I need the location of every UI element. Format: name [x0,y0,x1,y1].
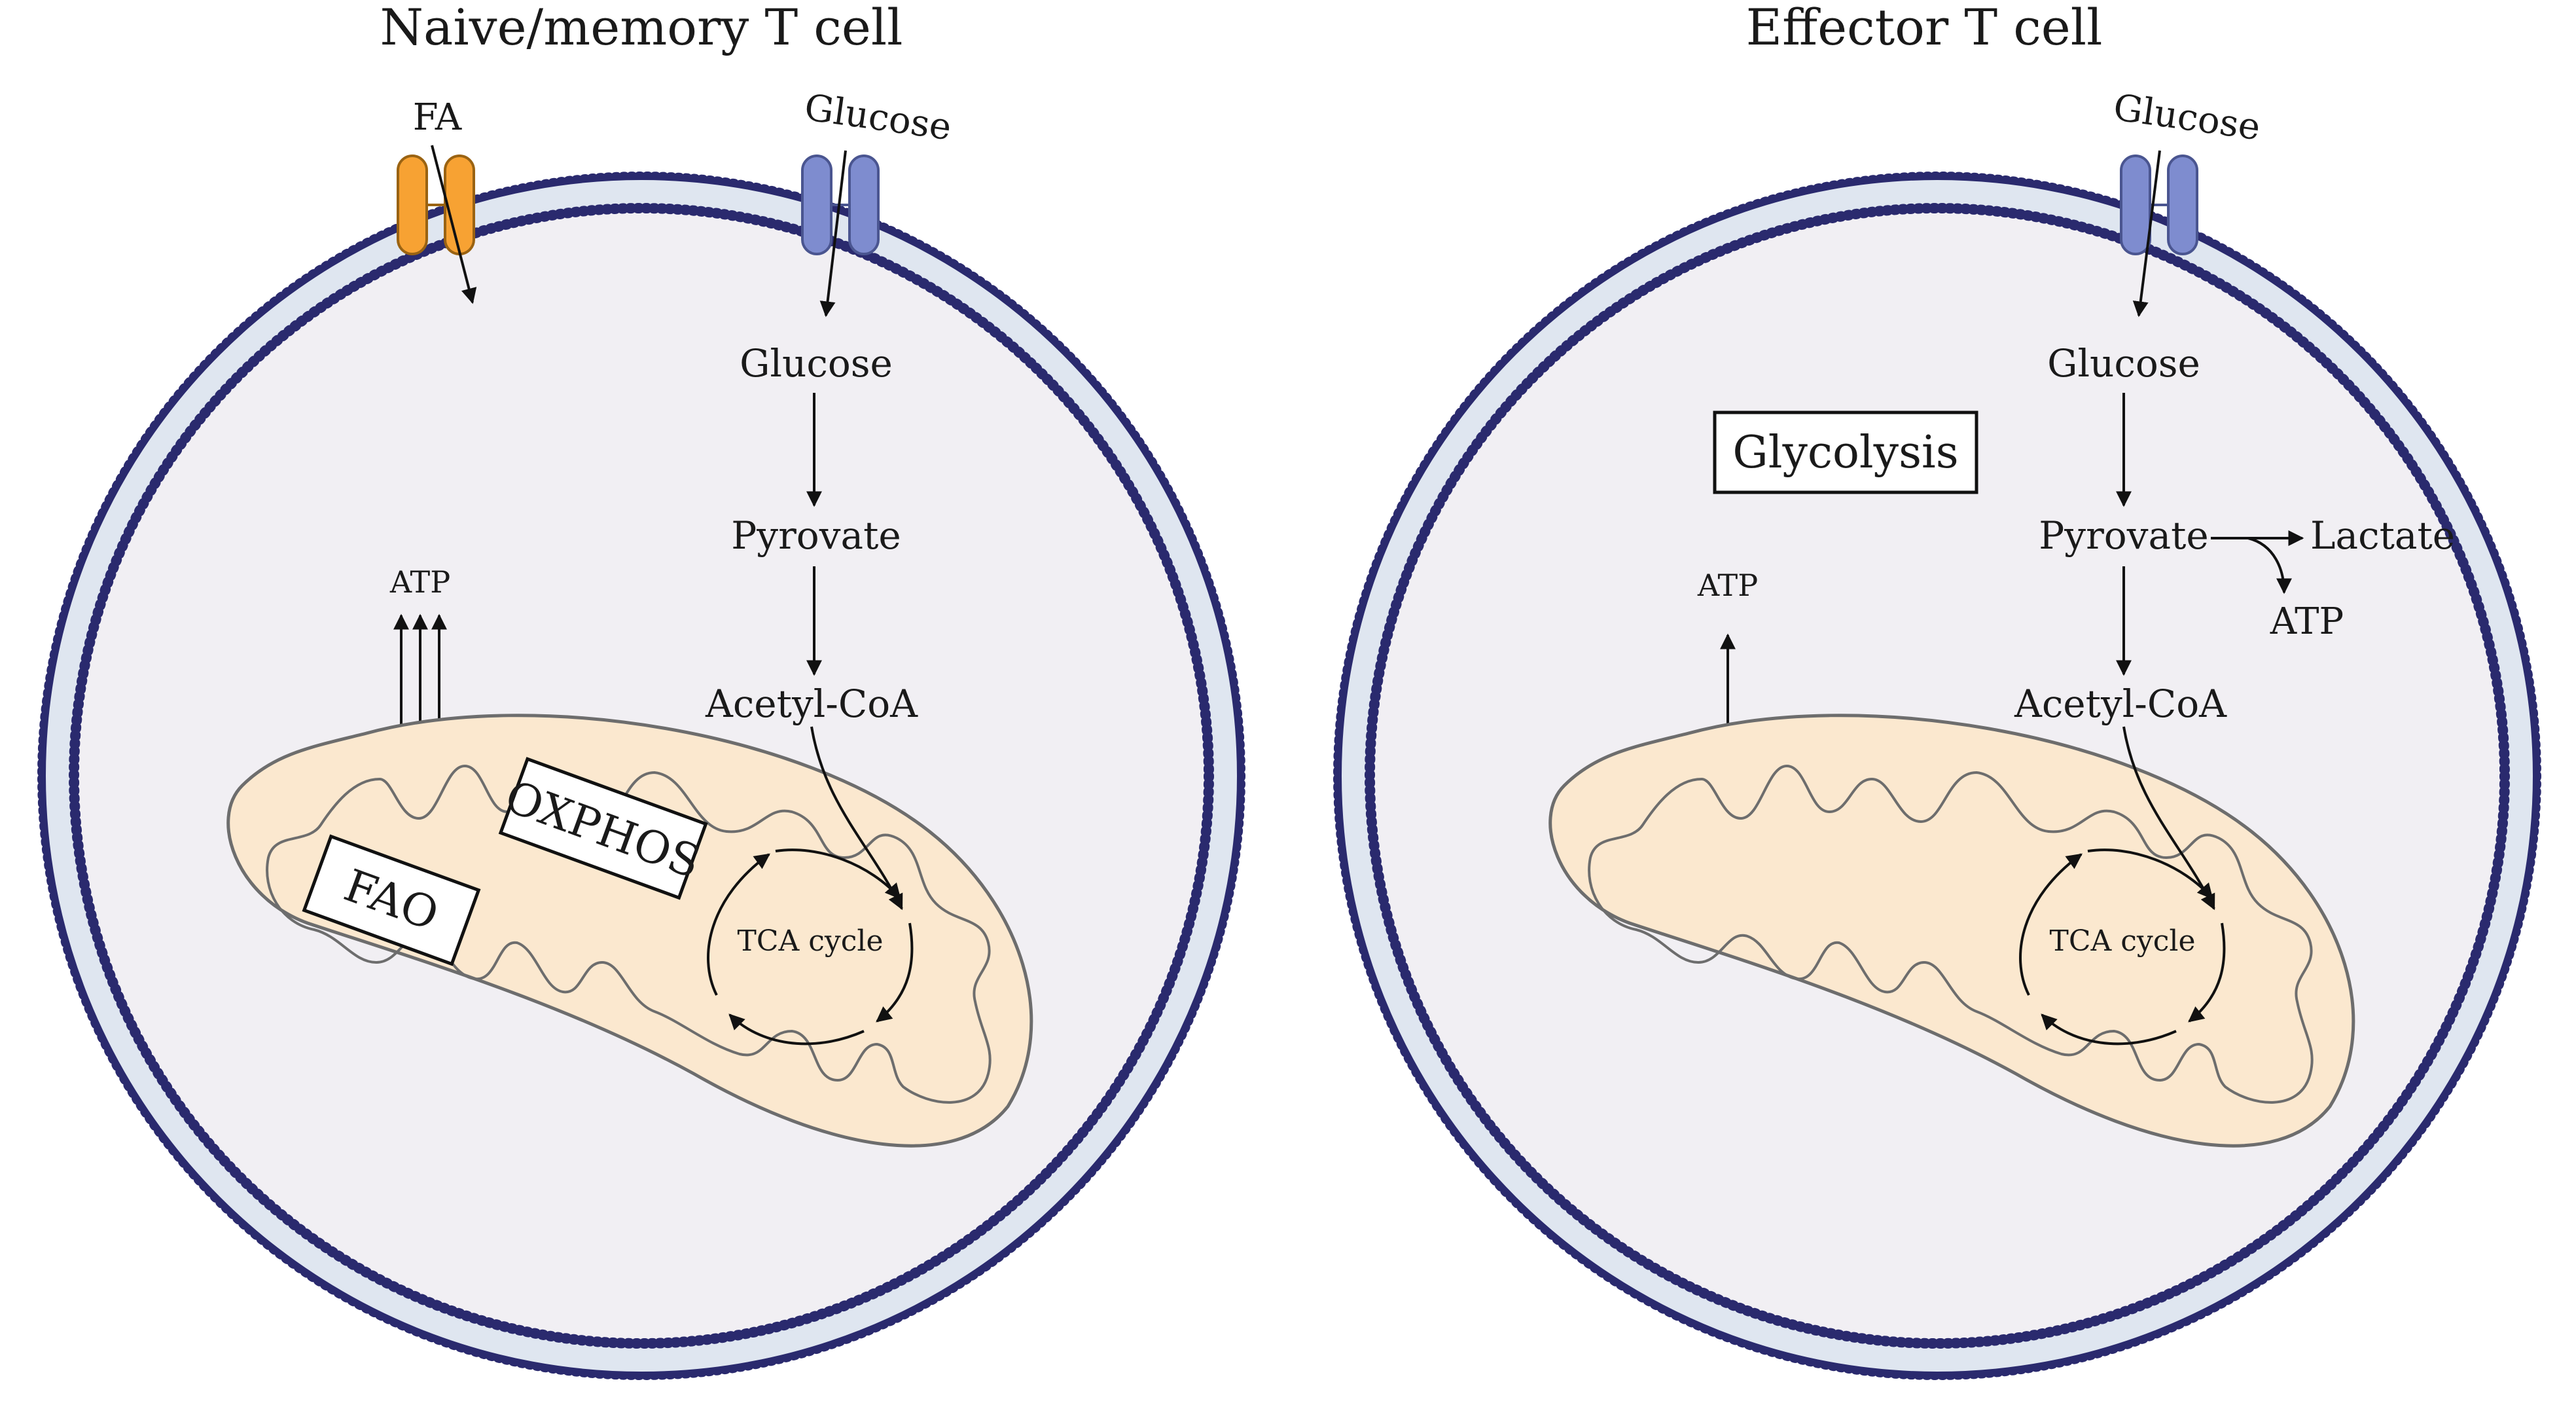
fa-transporter [397,155,475,255]
left-pyruvate-label: Pyrovate [731,513,901,558]
fa-label: FA [413,96,462,139]
left-membrane-band [46,180,1237,1372]
fa-transport-arrow [431,145,477,304]
right-glucose-label: Glucose [2047,341,2200,386]
right-tca-cycle [2019,726,2226,1046]
left-tca-label: TCA cycle [737,924,883,958]
fao-box: FAO [302,834,481,966]
left-glucose-transporter [801,155,880,255]
left-glucose-transporter-label: Glucose [802,86,954,149]
left-glucose-label: Glucose [740,341,893,386]
left-panel-title: Naive/memory T cell [380,0,903,56]
right-glucose-transporter-label: Glucose [2111,86,2263,149]
left-tca-cycle [707,726,914,1046]
right-acetylcoa-label: Acetyl-CoA [2014,682,2227,726]
right-tca-label: TCA cycle [2049,924,2195,958]
right-membrane-band [1342,180,2533,1372]
right-membrane-outer [1333,172,2541,1380]
left-membrane-outer [37,172,1245,1380]
left-glucose-transport-arrow [819,150,847,318]
left-atp-label: ATP [389,564,450,600]
right-glucose-transport-arrow [2132,150,2161,318]
right-panel-title: Effector T cell [1746,0,2103,56]
left-acetylcoa-label: Acetyl-CoA [705,682,918,726]
lactate-label: Lactate [2310,513,2455,558]
glycolysis-label: Glycolysis [1732,427,1958,479]
left-atp-arrows [393,613,447,727]
right-atp-label: ATP [1697,568,1758,603]
right-pyruvate-label: Pyrovate [2039,513,2208,558]
right-glucose-transporter [2120,155,2198,255]
lactate-atp-branch-arrow [2247,537,2292,594]
glycolysis-box: Glycolysis [1713,410,1978,494]
lactate-atp-label: ATP [2270,600,2344,643]
